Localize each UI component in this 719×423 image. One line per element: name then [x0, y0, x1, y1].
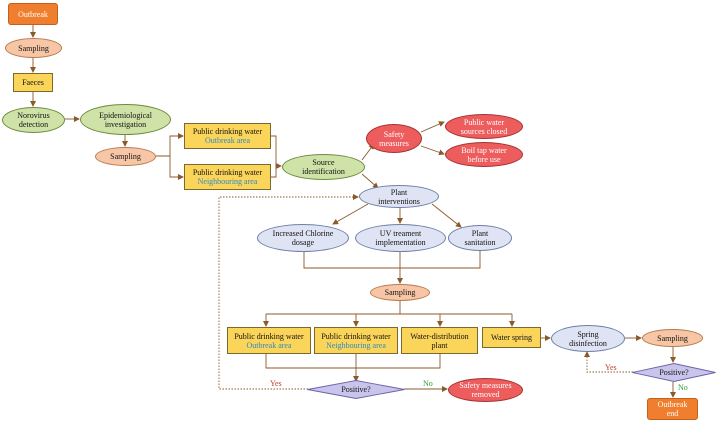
- edge-label-no-1: No: [423, 379, 433, 388]
- positive-diamond-2: [632, 363, 716, 382]
- sampling-label-3: Sampling: [384, 288, 416, 297]
- pdw-outbreak-area-subtitle: Outbreak area: [204, 136, 251, 145]
- source-identification-label: Source identification: [302, 158, 345, 176]
- edge-label-no-2: No: [678, 383, 688, 392]
- sampling-node-2: Sampling: [95, 147, 156, 166]
- faeces-node: Faeces: [13, 73, 53, 92]
- edge-yes-loop-disinfection: [584, 351, 633, 373]
- epidemiological-investigation-label: Epidemiological investigation: [99, 110, 152, 129]
- pdw-outbreak-area-title: Public drinking water: [192, 127, 263, 136]
- pdw2-neighbouring-area-subtitle: Neighbouring area: [326, 340, 386, 350]
- plant-sanitation-node: Plant sanitation: [448, 225, 512, 251]
- outbreak-end-label: Outbreak end: [657, 400, 688, 418]
- water-distribution-plant-node: Water-distribution plant: [401, 327, 478, 354]
- safety-measures-removed-node: Safety measures removed: [448, 378, 523, 402]
- pdw-neighbouring-area-subtitle: Neighbouring area: [197, 177, 258, 186]
- edge-pdw-outbreak-source: [271, 135, 282, 169]
- edge-pdw-neighbouring-source: [271, 166, 277, 178]
- positive-label-2: Positive?: [659, 368, 689, 377]
- water-distribution-plant-label: Water-distribution plant: [410, 331, 469, 350]
- positive-label-1: Positive?: [341, 385, 371, 394]
- outbreak-node: Outbreak: [8, 3, 58, 25]
- sampling-label-4: Sampling: [657, 333, 688, 343]
- faeces-label: Faeces: [22, 78, 44, 87]
- norovirus-detection-node: Norovirus detection: [2, 107, 65, 133]
- boil-tap-water-node: Boil tap water before use: [445, 142, 523, 167]
- edge-plant-chlorine: [332, 203, 369, 225]
- epidemiological-investigation-node: Epidemiological investigation: [80, 104, 171, 135]
- sampling-node-1: Sampling: [5, 38, 62, 58]
- outbreak-end-node: Outbreak end: [647, 398, 698, 420]
- edge-plant-sanitation: [431, 203, 462, 228]
- sampling-node-4: Sampling: [642, 329, 703, 347]
- edge-merge-measures: [303, 251, 481, 269]
- edge-boxes-merge: [265, 354, 441, 369]
- public-water-sources-closed-label: Public water sources closed: [460, 117, 508, 136]
- pdw-neighbouring-area-title: Public drinking water: [192, 168, 263, 177]
- increased-chlorine-label: Increased Chlorine dosage: [272, 229, 334, 247]
- pdw2-neighbouring-area-node: Public drinking water Neighbouring area: [314, 327, 398, 354]
- edge-sampling-pdw-neighbouring: [169, 156, 184, 180]
- edge-safety-closed: [420, 121, 445, 133]
- edge-label-yes-2: Yes: [605, 363, 617, 372]
- boil-tap-water-label: Boil tap water before use: [461, 145, 507, 164]
- plant-interventions-label: Plant interventions: [378, 187, 420, 206]
- edge-safety-boil: [420, 145, 445, 156]
- uv-treatment-label: UV treament implementation: [375, 229, 426, 247]
- pdw2-outbreak-area-title: Public drinking water: [234, 331, 304, 341]
- pdw-outbreak-area-node: Public drinking water Outbreak area: [184, 123, 271, 149]
- water-spring-node: Water spring: [482, 327, 541, 348]
- pdw2-outbreak-area-subtitle: Outbreak area: [246, 340, 292, 350]
- edge-source-plant: [361, 173, 379, 189]
- spring-disinfection-node: Spring disinfection: [551, 325, 625, 352]
- outbreak-label: Outbreak: [18, 9, 48, 19]
- increased-chlorine-node: Increased Chlorine dosage: [257, 224, 349, 252]
- pdw2-neighbouring-area-title: Public drinking water: [321, 331, 391, 341]
- sampling-label-1: Sampling: [18, 43, 49, 53]
- plant-interventions-node: Plant interventions: [359, 185, 439, 208]
- edge-sampling-pdw-outbreak: [156, 133, 184, 157]
- safety-measures-removed-label: Safety measures removed: [459, 381, 512, 399]
- plant-sanitation-label: Plant sanitation: [464, 229, 496, 247]
- positive-diamond-1: [307, 380, 405, 399]
- safety-measures-label: Safety measures: [379, 129, 409, 148]
- norovirus-detection-label: Norovirus detection: [17, 111, 50, 129]
- source-identification-node: Source identification: [282, 154, 365, 180]
- public-water-sources-closed-node: Public water sources closed: [445, 114, 523, 139]
- pdw-neighbouring-area-node: Public drinking water Neighbouring area: [184, 164, 271, 190]
- water-spring-label: Water spring: [491, 333, 532, 342]
- edge-label-yes-1: Yes: [270, 379, 282, 388]
- uv-treatment-node: UV treament implementation: [355, 224, 446, 252]
- spring-disinfection-label: Spring disinfection: [569, 329, 607, 348]
- safety-measures-node: Safety measures: [366, 124, 422, 153]
- sampling-node-3: Sampling: [370, 284, 430, 301]
- sampling-label-2: Sampling: [110, 152, 141, 161]
- pdw2-outbreak-area-node: Public drinking water Outbreak area: [227, 327, 311, 354]
